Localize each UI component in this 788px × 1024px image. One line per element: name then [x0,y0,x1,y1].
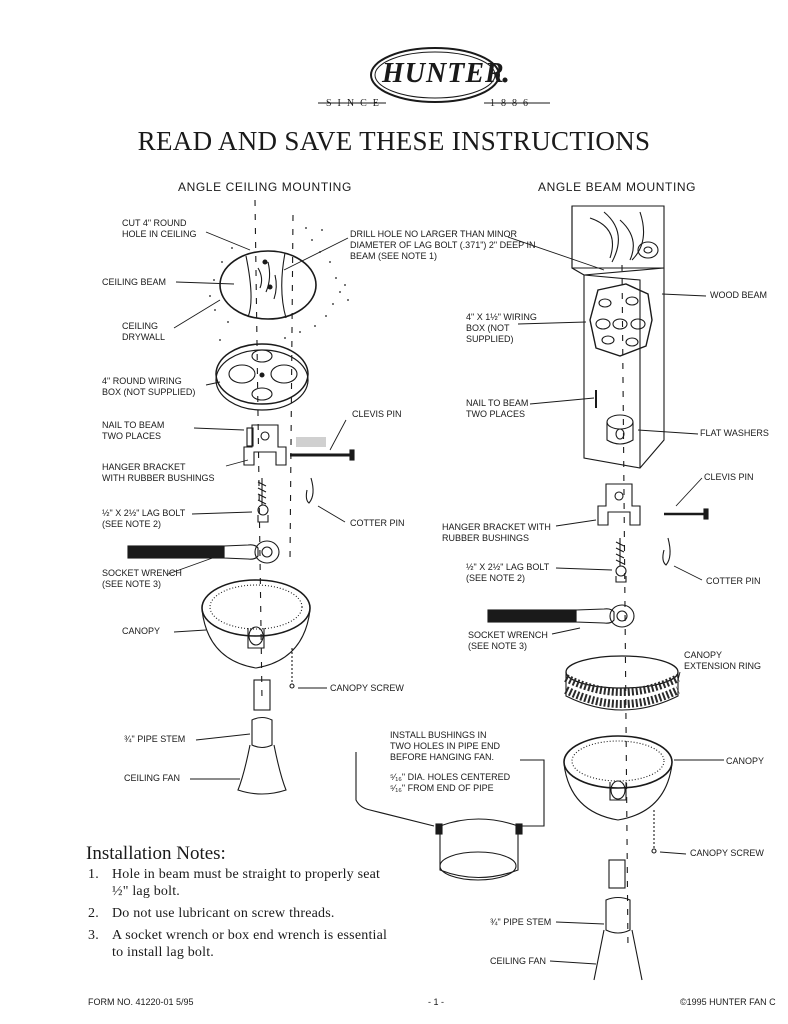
since-year: 1886 [490,98,534,109]
label-nail-left: NAIL TO BEAM TWO PLACES [102,420,165,441]
label-ceiling-fan-right: CEILING FAN [490,956,547,966]
since-label: SINCE [326,98,385,109]
notes-list: 1. Hole in beam must be straight to prope… [88,866,388,966]
label-flat-washers: FLAT WASHERS [700,428,769,438]
note-item: 1. Hole in beam must be straight to prope… [88,866,388,900]
label-lag-bolt-left: ½" x 2½" LAG BOLT (SEE NOTE 2) [102,508,186,529]
label-canopy-screw-left: CANOPY SCREW [330,683,404,693]
socket-wrench-right [487,604,635,628]
notes-heading: Installation Notes: [86,843,226,864]
hanger-bracket-right [597,483,709,526]
octagon-wiring-box [589,283,653,357]
section-title-ceiling: ANGLE CEILING MOUNTING [178,180,352,194]
copyright: ©1995 HUNTER FAN C [680,997,776,1007]
label-canopy-left: CANOPY [122,626,161,636]
label-pipe-stem-left: ¾" PIPE STEM [124,734,186,744]
note-number: 3. [88,928,99,943]
hunter-logo [318,47,550,104]
canopy-right [563,735,673,821]
form-number: FORM NO. 41220-01 5/95 [88,997,194,1007]
note-number: 1. [88,867,99,882]
lag-bolt-right [615,538,627,583]
label-hanger-bracket-right: HANGER BRACKET WITH RUBBER BUSHINGS [442,522,551,543]
label-nail-right: NAIL TO BEAM TWO PLACES [466,398,529,419]
cotter-pin-left [305,477,314,504]
label-install-bushings: INSTALL BUSHINGS IN TWO HOLES IN PIPE EN… [390,730,501,762]
note-text: Do not use lubricant on screw threads. [112,906,335,921]
label-socket-wrench-right: SOCKET WRENCH (SEE NOTE 3) [468,630,548,651]
flat-washers [606,414,634,445]
label-drill-hole: DRILL HOLE NO LARGER THAN MINOR DIAMETER… [350,229,536,261]
label-ceiling-drywall: CEILING DRYWALL [122,321,166,342]
brand-name: HUNTER [382,58,505,89]
note-text: Hole in beam must be straight to properl… [112,867,381,899]
hunter-logo-text: HUNTER [300,40,540,120]
label-ceiling-beam: CEILING BEAM [102,277,167,287]
label-dia-holes: ⁵⁄₁₆" DIA. HOLES CENTERED ⁵⁄₁₆" FROM END… [390,772,511,793]
round-wiring-box [215,343,309,411]
pipe-stem-left [237,679,287,795]
pipe-stem-right [593,859,643,981]
note-number: 2. [88,906,99,921]
label-canopy-extension-ring: CANOPY EXTENSION RING [684,650,762,671]
label-clevis-pin-right: CLEVIS PIN [704,472,754,482]
drywall-speckle [209,227,349,341]
page-title: READ AND SAVE THESE INSTRUCTIONS [137,126,651,156]
section-title-beam: ANGLE BEAM MOUNTING [538,180,697,194]
page-number: - 1 - [428,997,445,1007]
label-canopy-screw-right: CANOPY SCREW [690,848,764,858]
label-canopy-right: CANOPY [726,756,765,766]
label-octagon-wiring-box: 4" x 1½" WIRING BOX (NOT SUPPLIED) [466,312,537,344]
socket-wrench-left [127,540,280,564]
note-item: 2. Do not use lubricant on screw threads. [88,905,388,922]
canopy-left [201,579,311,669]
label-hanger-bracket-left: HANGER BRACKET WITH RUBBER BUSHINGS [102,462,215,483]
hanger-bracket-left [243,424,355,466]
cotter-pin-right [662,537,671,566]
label-clevis-pin-left: CLEVIS PIN [352,409,402,419]
label-round-wiring-box: 4" ROUND WIRING BOX (NOT SUPPLIED) [102,376,196,397]
label-pipe-stem-right: ¾" PIPE STEM [490,917,552,927]
label-cut-hole: CUT 4" ROUND HOLE IN CEILING [122,218,197,239]
pipe-end-detail [355,752,545,881]
label-lag-bolt-right: ½" x 2½" LAG BOLT (SEE NOTE 2) [466,562,550,583]
wood-beam [571,205,665,469]
note-item: 3. A socket wrench or box end wrench is e… [88,927,388,961]
ceiling-disc [219,250,317,320]
label-ceiling-fan-left: CEILING FAN [124,773,181,783]
label-cotter-pin-right: COTTER PIN [706,576,761,586]
note-text: A socket wrench or box end wrench is ess… [112,928,388,960]
label-socket-wrench-left: SOCKET WRENCH (SEE NOTE 3) [102,568,182,589]
label-wood-beam: WOOD BEAM [710,290,768,300]
canopy-extension-ring [564,655,680,711]
label-cotter-pin-left: COTTER PIN [350,518,405,528]
lag-bolt-left [257,478,269,523]
